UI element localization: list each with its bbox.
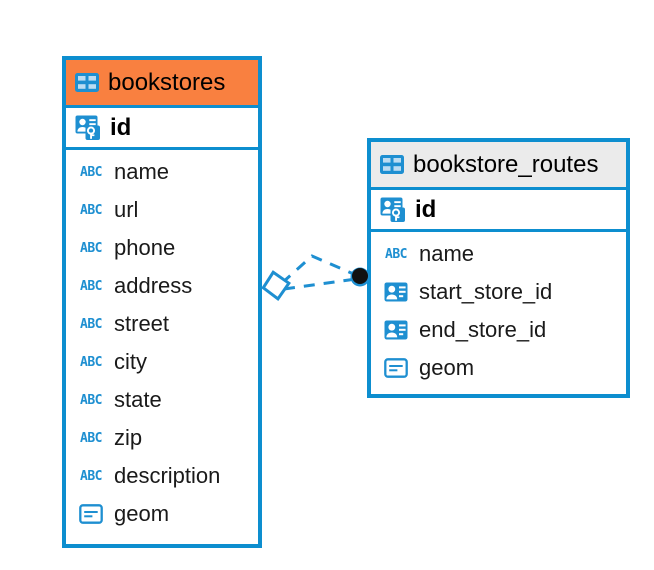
field-label: end_store_id <box>419 317 547 342</box>
primary-key-icon <box>380 197 408 223</box>
geometry-icon <box>77 504 105 524</box>
field-row[interactable]: start_store_id <box>371 273 626 311</box>
abc-text-icon: ABC <box>80 240 102 256</box>
primary-key-row-bookstore-routes[interactable]: id <box>371 187 626 232</box>
field-row[interactable]: geom <box>66 495 258 533</box>
abc-text-icon: ABC <box>80 202 102 218</box>
field-label: phone <box>114 235 176 260</box>
table-title: bookstore_routes <box>413 150 599 178</box>
abc-text-icon: ABC <box>80 468 102 484</box>
field-row[interactable]: ABC state <box>66 381 258 419</box>
abc-text-icon: ABC <box>80 278 102 294</box>
abc-text-icon: ABC <box>80 164 102 180</box>
table-header-bookstores[interactable]: bookstores <box>66 60 258 105</box>
field-label: city <box>114 349 147 374</box>
table-icon <box>380 155 404 174</box>
abc-text-icon: ABC <box>80 354 102 370</box>
field-label: name <box>114 159 170 184</box>
field-row[interactable]: ABC name <box>371 235 626 273</box>
field-label: geom <box>419 355 475 380</box>
abc-text-icon: ABC <box>80 430 102 446</box>
primary-key-row-bookstores[interactable]: id <box>66 105 258 150</box>
field-row[interactable]: ABC phone <box>66 229 258 267</box>
field-label: name <box>419 241 475 266</box>
foreign-key-icon <box>382 320 410 340</box>
abc-text-icon: ABC <box>385 246 407 262</box>
field-list-bookstore-routes: ABC name start_store_id <box>371 232 626 387</box>
field-label: state <box>114 387 162 412</box>
field-label: street <box>114 311 170 336</box>
field-row[interactable]: ABC description <box>66 457 258 495</box>
relationship-line-lower <box>283 277 357 291</box>
field-label: zip <box>114 425 143 450</box>
field-label: start_store_id <box>419 279 553 304</box>
field-list-bookstores: ABC name ABC url ABC phone ABC address A… <box>66 150 258 533</box>
table-title: bookstores <box>108 68 226 96</box>
field-label: address <box>114 273 193 298</box>
primary-key-label: id <box>110 113 132 141</box>
field-row[interactable]: ABC name <box>66 153 258 191</box>
field-label: url <box>114 197 139 222</box>
field-label: description <box>114 463 221 488</box>
er-table-bookstores[interactable]: bookstores id <box>62 56 262 548</box>
abc-text-icon: ABC <box>80 316 102 332</box>
field-label: geom <box>114 501 170 526</box>
geometry-icon <box>382 358 410 378</box>
er-table-bookstore-routes[interactable]: bookstore_routes id <box>367 138 630 398</box>
field-row[interactable]: geom <box>371 349 626 387</box>
field-row[interactable]: ABC zip <box>66 419 258 457</box>
relationship-line-upper <box>280 254 357 285</box>
table-header-bookstore-routes[interactable]: bookstore_routes <box>371 142 626 187</box>
field-row[interactable]: end_store_id <box>371 311 626 349</box>
field-row[interactable]: ABC url <box>66 191 258 229</box>
foreign-key-icon <box>382 282 410 302</box>
field-row[interactable]: ABC address <box>66 267 258 305</box>
diamond-endpoint-icon <box>261 270 291 301</box>
field-row[interactable]: ABC city <box>66 343 258 381</box>
primary-key-icon <box>75 115 103 141</box>
field-row[interactable]: ABC street <box>66 305 258 343</box>
table-icon <box>75 73 99 92</box>
primary-key-label: id <box>415 195 437 223</box>
abc-text-icon: ABC <box>80 392 102 408</box>
